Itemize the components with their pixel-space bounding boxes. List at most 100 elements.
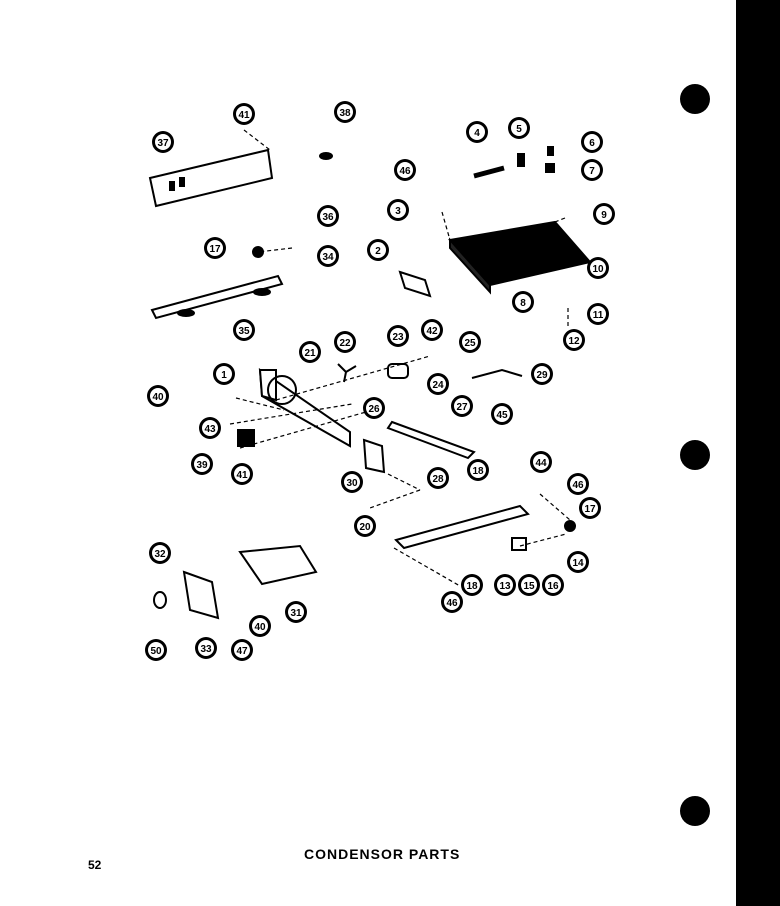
page-number: 52 — [88, 858, 102, 872]
callout-label: 40 — [254, 622, 266, 633]
callout-inner — [570, 554, 586, 570]
part-23-fan-motor — [387, 363, 409, 379]
callout-inner — [494, 406, 510, 422]
callout-label: 17 — [209, 244, 221, 255]
callout-label: 41 — [238, 110, 250, 121]
callout-label: 4 — [474, 128, 480, 139]
callout-label: 41 — [236, 470, 248, 481]
callout-label: 17 — [584, 504, 596, 515]
callout-label: 5 — [516, 124, 522, 135]
callout-label: 12 — [568, 336, 580, 347]
callout-inner — [584, 134, 600, 150]
callout-inner — [207, 240, 223, 256]
callout-inner — [148, 642, 164, 658]
part-29-wire — [471, 368, 523, 379]
callout-label: 11 — [593, 310, 604, 321]
callout-inner — [566, 332, 582, 348]
callout-label: 46 — [572, 480, 584, 491]
callout-inner — [344, 474, 360, 490]
callout-inner — [444, 594, 460, 610]
callout-inner — [236, 106, 252, 122]
callout-label: 28 — [432, 474, 444, 485]
callout-46: 46 — [394, 159, 416, 181]
callout-inner — [320, 248, 336, 264]
callout-34: 34 — [317, 245, 339, 267]
callout-label: 15 — [523, 581, 535, 592]
callout-38: 38 — [334, 101, 356, 123]
callout-17: 17 — [579, 497, 601, 519]
part-30-bracket — [362, 438, 386, 474]
callout-label: 1 — [221, 370, 227, 381]
callout-20: 20 — [354, 515, 376, 537]
callout-inner — [302, 344, 318, 360]
callout-label: 38 — [339, 108, 351, 119]
callout-inner — [590, 306, 606, 322]
callout-label: 35 — [238, 326, 250, 337]
callout-inner — [202, 420, 218, 436]
callout-label: 30 — [346, 478, 358, 489]
callout-29: 29 — [531, 363, 553, 385]
callout-label: 22 — [339, 338, 351, 349]
callout-label: 14 — [572, 558, 584, 569]
callout-inner — [584, 162, 600, 178]
part-32-cap — [153, 591, 167, 609]
part-28-rail — [386, 420, 476, 460]
callout-label: 46 — [399, 166, 411, 177]
callout-inner — [590, 260, 606, 276]
callout-14: 14 — [567, 551, 589, 573]
callout-25: 25 — [459, 331, 481, 353]
callout-35: 35 — [233, 319, 255, 341]
callout-32: 32 — [149, 542, 171, 564]
callout-3: 3 — [387, 199, 409, 221]
callout-47: 47 — [231, 639, 253, 661]
callout-inner — [390, 202, 406, 218]
callout-inner — [288, 604, 304, 620]
callout-45: 45 — [491, 403, 513, 425]
part-35-rail — [150, 274, 284, 320]
part-31-drain-pan — [238, 544, 318, 586]
part-4-tube — [473, 165, 505, 179]
callout-5: 5 — [508, 117, 530, 139]
callout-label: 3 — [395, 206, 401, 217]
callout-46: 46 — [567, 473, 589, 495]
callout-18: 18 — [467, 459, 489, 481]
callout-label: 27 — [456, 402, 468, 413]
callout-6: 6 — [581, 131, 603, 153]
callout-label: 29 — [536, 370, 548, 381]
callout-label: 40 — [152, 392, 164, 403]
callout-21: 21 — [299, 341, 321, 363]
callout-inner — [545, 577, 561, 593]
callout-label: 47 — [236, 646, 248, 657]
callout-8: 8 — [512, 291, 534, 313]
callout-17: 17 — [204, 237, 226, 259]
callout-inner — [390, 328, 406, 344]
binder-hole — [680, 796, 710, 826]
diagram-title: CONDENSOR PARTS — [304, 846, 461, 862]
callout-label: 24 — [432, 380, 444, 391]
callout-label: 36 — [322, 212, 334, 223]
callout-label: 9 — [601, 210, 607, 221]
callout-31: 31 — [285, 601, 307, 623]
callout-inner — [521, 577, 537, 593]
callout-inner — [430, 470, 446, 486]
callout-inner — [370, 242, 386, 258]
callout-label: 7 — [589, 166, 595, 177]
callout-label: 18 — [466, 581, 478, 592]
callout-inner — [252, 618, 268, 634]
callout-18: 18 — [461, 574, 483, 596]
callout-40: 40 — [147, 385, 169, 407]
callout-33: 33 — [195, 637, 217, 659]
callout-label: 13 — [499, 581, 511, 592]
callout-inner — [464, 577, 480, 593]
callout-inner — [470, 462, 486, 478]
callout-30: 30 — [341, 471, 363, 493]
callout-inner — [533, 454, 549, 470]
callout-16: 16 — [542, 574, 564, 596]
callout-label: 32 — [154, 549, 166, 560]
callout-label: 2 — [375, 246, 381, 257]
callout-inner — [194, 456, 210, 472]
callout-inner — [469, 124, 485, 140]
part-2-bracket — [398, 270, 432, 298]
callout-label: 45 — [496, 410, 508, 421]
